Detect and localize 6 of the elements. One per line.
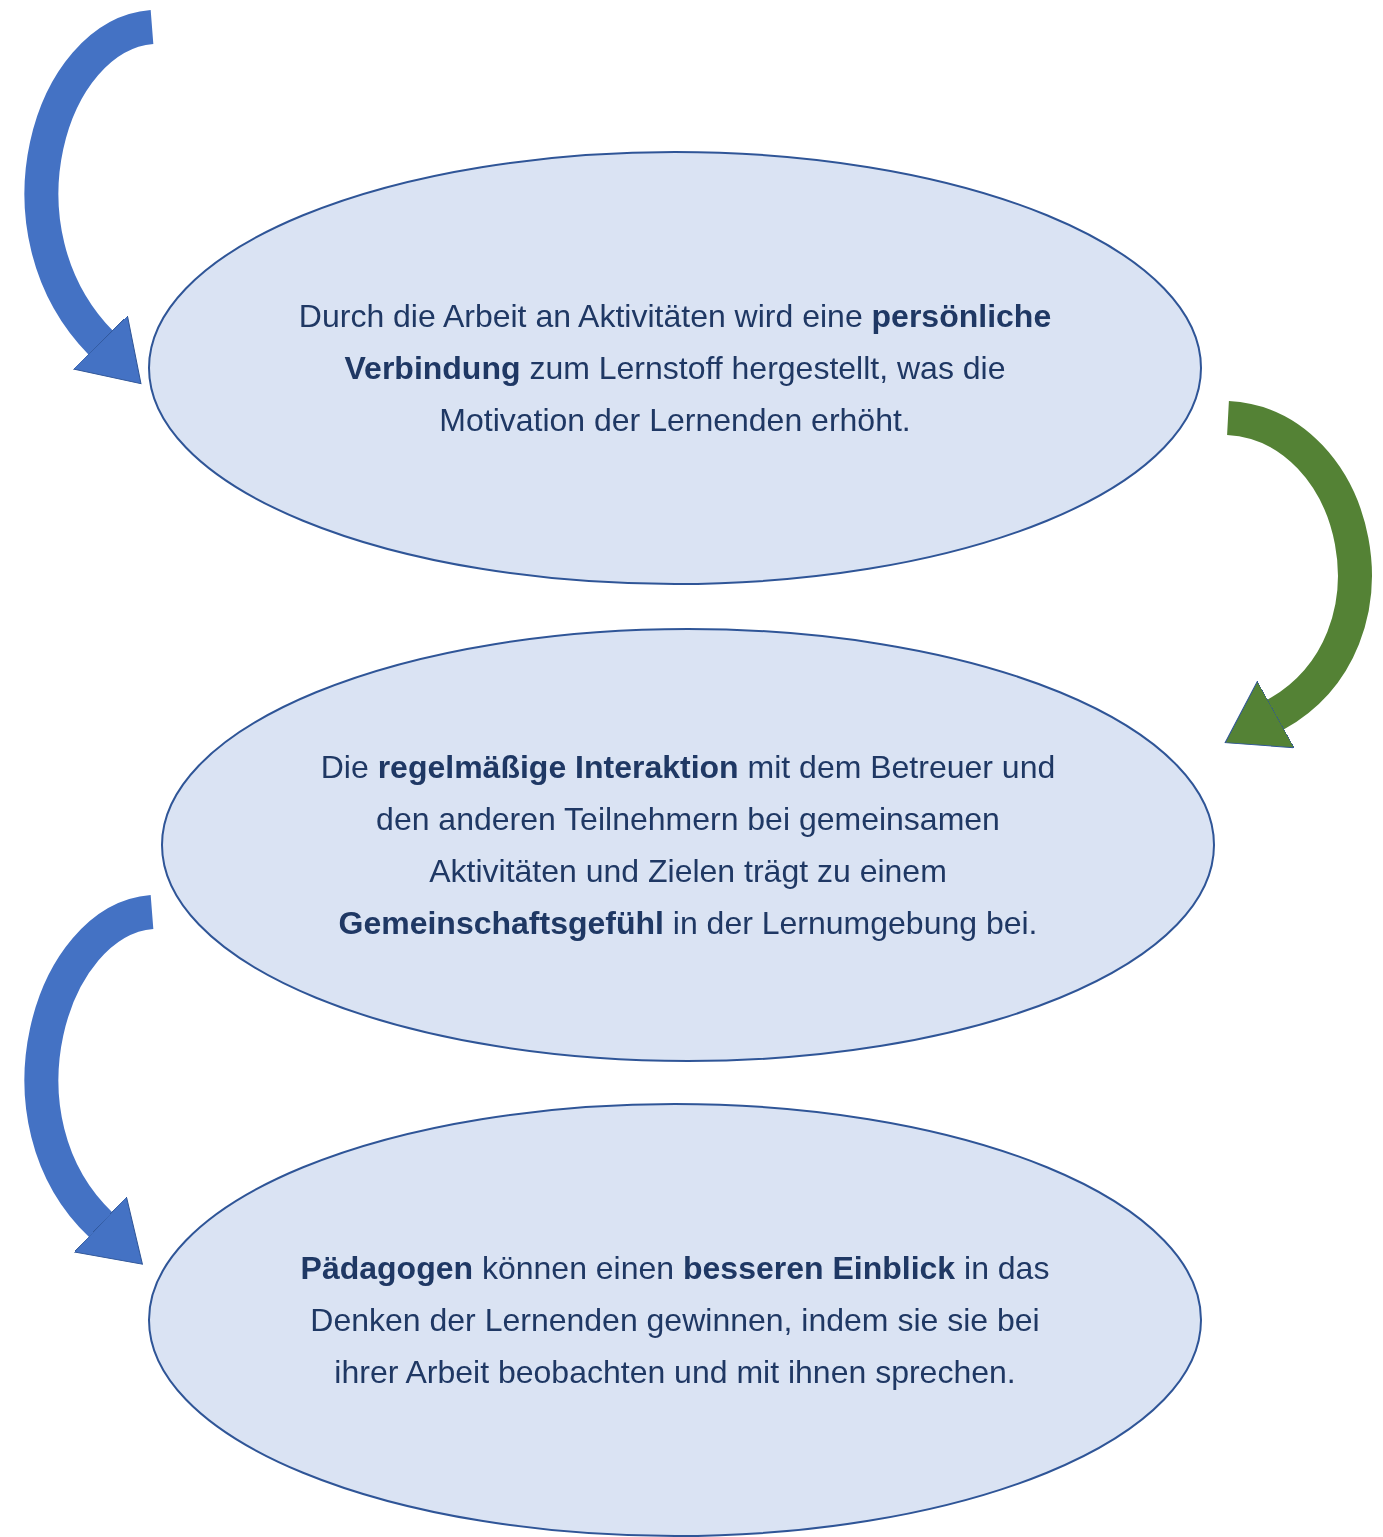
node-text: Die regelmäßige Interaktion mit dem Betreuer und den anderen Teilnehmern bei gemeinsamen Aktivitäten und Zielen trägt zu einem Gemeinschaftsgefühl in der Lernumgebung bei. bbox=[319, 748, 1057, 943]
ellipse-node bbox=[148, 151, 1202, 585]
node-text: Pädagogen können einen besseren Einblick in das Denken der Lernenden gewinnen, indem sie sie bei ihrer Arbeit beobachten und mit ihnen sprechen. bbox=[299, 1249, 1051, 1392]
node-text: Durch die Arbeit an Aktivitäten wird eine persönliche Verbindung zum Lernstoff hergestellt, was die Motivation der Lernenden erhöht. bbox=[297, 297, 1053, 440]
ellipse-node bbox=[161, 628, 1215, 1062]
ellipse-node bbox=[148, 1103, 1202, 1537]
